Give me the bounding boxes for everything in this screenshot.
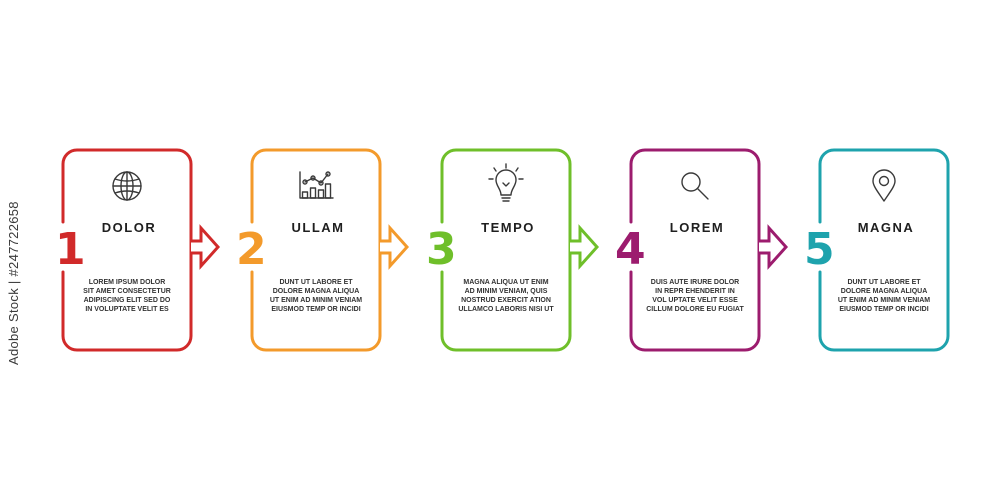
step-description-line: CILLUM DOLORE EU FUGIAT xyxy=(646,306,744,313)
step-number: 5 xyxy=(804,224,835,275)
step-title: TEMPO xyxy=(481,220,535,235)
step-description-line: DOLORE MAGNA ALIQUA xyxy=(273,288,360,295)
step-description-line: DUNT UT LABORE ET xyxy=(279,279,353,286)
step-description-line: DUNT UT LABORE ET xyxy=(847,279,921,286)
step-description-line: IN VOLUPTATE VELIT ES xyxy=(85,306,169,313)
arrow-right-icon xyxy=(759,224,789,270)
globe-icon xyxy=(112,171,142,201)
step-description-line: NOSTRUD EXERCIT ATION xyxy=(461,297,551,304)
step-description-line: ADIPISCING ELIT SED DO xyxy=(84,297,171,304)
step-title: ULLAM xyxy=(292,220,345,235)
step-description-line: DUIS AUTE IRURE DOLOR xyxy=(651,279,739,286)
step-title: LOREM xyxy=(670,220,724,235)
arrow-right-icon xyxy=(191,224,221,270)
step-description-line: AD MINIM VENIAM, QUIS xyxy=(465,288,548,295)
step-description-line: IN REPR EHENDERIT IN xyxy=(655,288,735,295)
step-description-line: EIUSMOD TEMP OR INCIDI xyxy=(839,306,928,313)
step-description-line: UT ENIM AD MINIM VENIAM xyxy=(270,297,362,304)
side-caption: Adobe Stock | #247722658 xyxy=(6,201,21,365)
step-description-line: SIT AMET CONSECTETUR xyxy=(83,288,171,295)
step-number: 4 xyxy=(615,224,646,275)
chart-icon xyxy=(299,171,334,199)
location-pin-icon xyxy=(872,169,896,202)
step-title: DOLOR xyxy=(102,220,156,235)
step-description-line: DOLORE MAGNA ALIQUA xyxy=(841,288,928,295)
lightbulb-icon xyxy=(488,163,524,202)
step-card-outline xyxy=(818,148,950,352)
step-description-line: VOL UPTATE VELIT ESSE xyxy=(652,297,738,304)
step-description-line: LOREM IPSUM DOLOR xyxy=(89,279,166,286)
step-1: 1 DOLOR LOREM IPSUM DOLOR SIT AMET CONSECTE… xyxy=(55,148,221,352)
step-title: MAGNA xyxy=(858,220,915,235)
step-5: 5 MAGNA DUNT UT LABORE ET DOLORE MAGNA ALIQ… xyxy=(804,148,950,352)
magnifier-icon xyxy=(681,172,709,200)
arrow-right-icon xyxy=(570,224,600,270)
step-number: 3 xyxy=(426,224,457,275)
step-description-line: MAGNA ALIQUA UT ENIM xyxy=(463,279,548,286)
step-number: 2 xyxy=(236,224,267,275)
arrow-right-icon xyxy=(380,224,410,270)
step-description-line: UT ENIM AD MINIM VENIAM xyxy=(838,297,930,304)
step-card-outline xyxy=(440,148,572,352)
step-card-outline xyxy=(629,148,761,352)
step-description-line: ULLAMCO LABORIS NISI UT xyxy=(458,306,554,313)
step-number: 1 xyxy=(55,224,86,275)
step-4: 4 LOREM DUIS AUTE IRURE DOLOR IN REPR EHEND… xyxy=(615,148,789,352)
step-description-line: EIUSMOD TEMP OR INCIDI xyxy=(271,306,360,313)
step-2: 2 ULLAM DUNT UT LABORE ET DOLORE MAGNA ALIQ… xyxy=(236,148,410,352)
step-3: 3 TEMPO MAGNA ALIQUA UT ENIM AD MINIM VENIA… xyxy=(426,148,600,352)
